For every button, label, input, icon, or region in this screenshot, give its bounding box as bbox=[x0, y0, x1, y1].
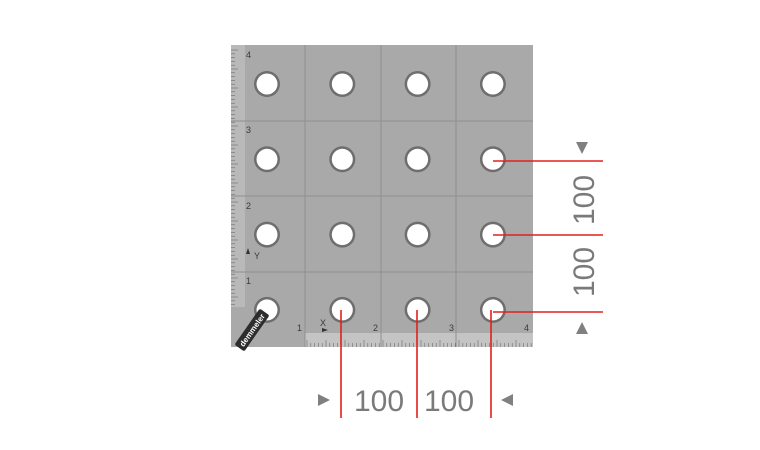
arrow-up-icon bbox=[576, 322, 588, 334]
col-number-4: 4 bbox=[524, 323, 529, 333]
vertical-dimension-1: 100 bbox=[568, 175, 601, 225]
col-number-2: 2 bbox=[373, 323, 378, 333]
bottom-ruler-ticks bbox=[306, 340, 532, 347]
dimension-lines bbox=[340, 160, 603, 418]
hole bbox=[482, 73, 504, 95]
bottom-ruler bbox=[305, 333, 533, 347]
hole-grid bbox=[254, 71, 506, 323]
hole bbox=[407, 148, 429, 170]
horizontal-dimension-2: 100 bbox=[424, 385, 474, 418]
hole bbox=[331, 148, 353, 170]
hole bbox=[256, 224, 278, 246]
hole bbox=[407, 73, 429, 95]
hole bbox=[482, 148, 504, 170]
col-number-1: 1 bbox=[297, 323, 302, 333]
row-number-4: 4 bbox=[246, 50, 251, 60]
row-number-1: 1 bbox=[246, 276, 251, 286]
left-ruler-ticks bbox=[231, 49, 238, 305]
hole bbox=[331, 224, 353, 246]
axis-y-label: Y bbox=[254, 251, 260, 261]
row-number-3: 3 bbox=[246, 125, 251, 135]
axis-x-arrow-icon bbox=[322, 328, 328, 332]
arrow-down-icon bbox=[576, 142, 588, 154]
horizontal-dimension-1: 100 bbox=[354, 385, 404, 418]
hole bbox=[407, 299, 429, 321]
hole bbox=[331, 73, 353, 95]
hole bbox=[256, 73, 278, 95]
arrow-left-icon bbox=[501, 394, 513, 406]
hole bbox=[256, 148, 278, 170]
row-number-2: 2 bbox=[246, 201, 251, 211]
arrow-right-icon bbox=[318, 394, 330, 406]
axis-y-arrow-icon bbox=[246, 248, 250, 254]
col-number-3: 3 bbox=[449, 323, 454, 333]
hole bbox=[407, 224, 429, 246]
hole bbox=[331, 299, 353, 321]
hole bbox=[482, 224, 504, 246]
vertical-dimension-2: 100 bbox=[568, 247, 601, 297]
grid-lines bbox=[231, 45, 533, 347]
hole bbox=[482, 299, 504, 321]
axis-x-label: X bbox=[320, 318, 326, 328]
